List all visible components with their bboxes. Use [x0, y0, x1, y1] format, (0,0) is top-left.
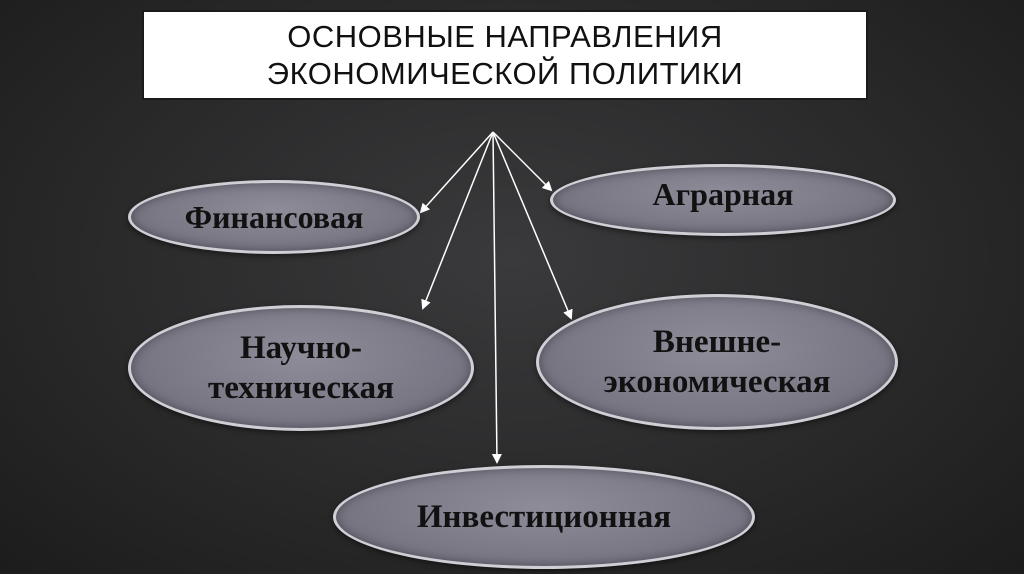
node-finance: Финансовая	[128, 180, 420, 254]
arrow-to-science	[421, 131, 494, 310]
node-agrarian: Аграрная	[550, 164, 896, 236]
node-foreign: Внешне- экономическая	[536, 294, 898, 430]
arrow-to-finance	[419, 131, 494, 214]
node-finance-label: Финансовая	[184, 199, 364, 235]
node-science: Научно- техническая	[128, 305, 474, 431]
node-foreign-line-2: экономическая	[603, 364, 831, 400]
arrow-to-foreign	[492, 131, 573, 320]
node-science-line-1: Научно-	[239, 330, 363, 366]
node-foreign-line-1: Внешне-	[652, 324, 782, 360]
arrow-to-agrarian	[492, 131, 553, 192]
node-invest-label: Инвестиционная	[416, 499, 672, 535]
node-agrarian-label: Аграрная	[652, 176, 794, 212]
arrow-to-invest	[491, 131, 502, 464]
title-box: ОСНОВНЫЕ НАПРАВЛЕНИЯ ЭКОНОМИЧЕСКОЙ ПОЛИТ…	[142, 10, 868, 100]
title-line-1: ОСНОВНЫЕ НАПРАВЛЕНИЯ	[287, 19, 723, 54]
node-invest: Инвестиционная	[333, 465, 755, 569]
node-science-line-2: техническая	[208, 370, 394, 406]
title-line-2: ЭКОНОМИЧЕСКОЙ ПОЛИТИКИ	[266, 56, 744, 91]
